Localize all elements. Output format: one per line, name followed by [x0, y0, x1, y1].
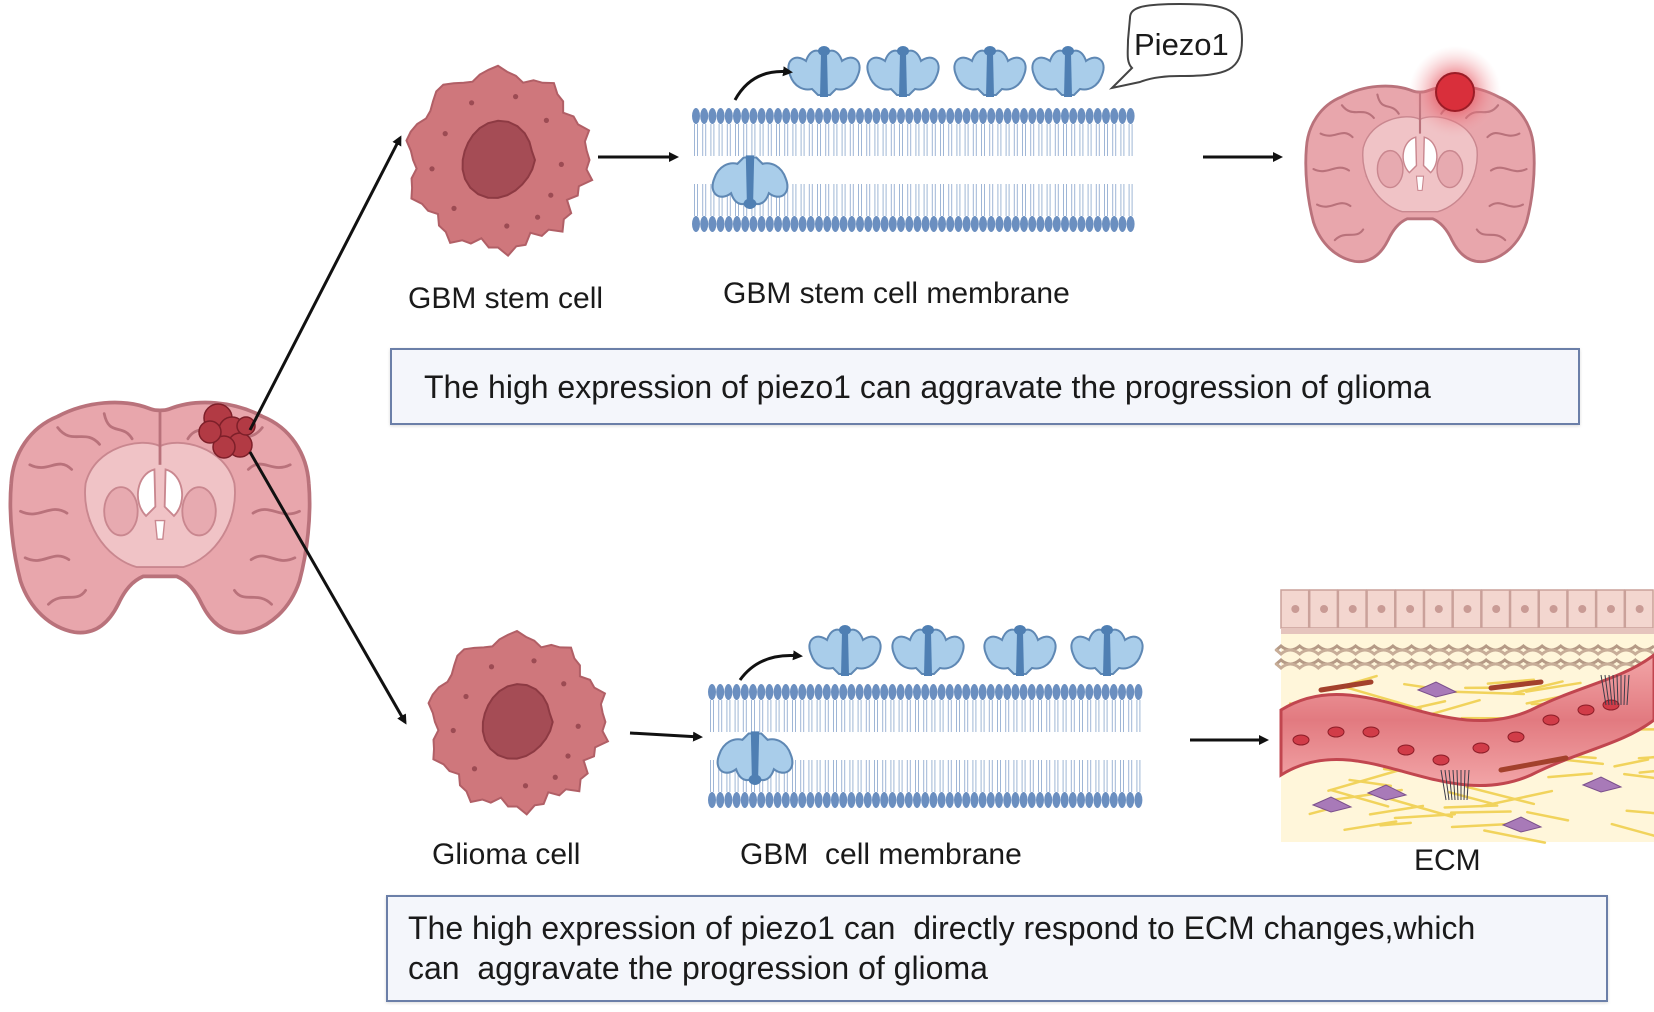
arrow-channel-insertion-top [735, 72, 790, 100]
piezo1-channel-icon-top-2 [867, 46, 938, 97]
bottom-summary-line1: The high expression of piezo1 can direct… [408, 908, 1475, 948]
glioma-cell-label: Glioma cell [432, 838, 580, 872]
piezo1-channel-icon-bottom-4 [1071, 625, 1142, 676]
arrow-channel-insertion-bottom [740, 656, 800, 681]
piezo1-channel-icon-bottom-3 [984, 625, 1055, 676]
bottom-summary-box: The high expression of piezo1 can direct… [386, 895, 1608, 1002]
embedded-piezo1-channel-icon [718, 731, 793, 785]
left-brain-icon [10, 403, 309, 633]
top-summary-text: The high expression of piezo1 can aggrav… [424, 367, 1431, 407]
glioma-cell-icon [429, 631, 608, 814]
piezo1-channel-icon-top-1 [788, 46, 859, 97]
piezo1-channel-icon-top-4 [1032, 46, 1103, 97]
ecm-tissue-icon [1276, 590, 1654, 843]
ecm-label: ECM [1414, 844, 1481, 878]
piezo1-channel-icon-top-3 [954, 46, 1025, 97]
gbm-stem-cell-icon [406, 66, 592, 256]
bottom-summary-line2: can aggravate the progression of glioma [408, 948, 988, 988]
piezo1-channel-icon-bottom-2 [892, 625, 963, 676]
arrow-cell-to-membrane-bottom [630, 733, 700, 737]
arrow-to-top-row [250, 138, 400, 430]
piezo1-channel-icon-bottom-1 [809, 625, 880, 676]
gbm-cell-membrane-label: GBM cell membrane [740, 838, 1022, 872]
tumor-core-icon [1436, 73, 1474, 111]
gbm-stem-cell-membrane-label: GBM stem cell membrane [723, 277, 1070, 311]
gbm-stem-cell-label: GBM stem cell [408, 282, 603, 316]
top-summary-box: The high expression of piezo1 can aggrav… [390, 348, 1580, 425]
piezo1-callout-label: Piezo1 [1134, 27, 1229, 63]
